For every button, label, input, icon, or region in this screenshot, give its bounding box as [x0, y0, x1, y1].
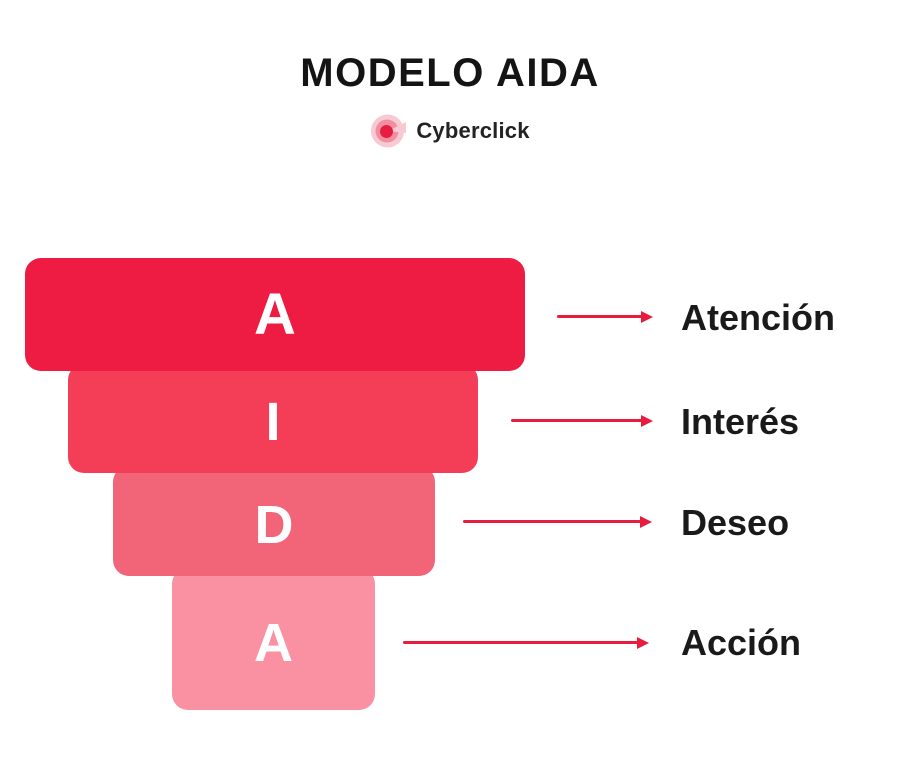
stage-label-action: Acción — [681, 622, 802, 663]
funnel-stage-desire-bar: D — [113, 466, 435, 576]
arrow-right-icon — [557, 310, 653, 323]
funnel-stage-letter: I — [265, 392, 281, 452]
funnel-stage-attention-bar: A — [25, 258, 525, 371]
funnel-stage-letter: A — [254, 613, 293, 673]
page-title: MODELO AIDA — [300, 51, 600, 95]
cyberclick-logo-icon — [371, 114, 407, 148]
arrow-right-icon — [511, 414, 653, 427]
brand-row: Cyberclick — [0, 112, 900, 150]
funnel-stage-action-bar: A — [172, 568, 375, 710]
funnel-stage-interest-bar: I — [68, 364, 478, 473]
stage-label-desire: Deseo — [681, 502, 790, 543]
stage-label-attention: Atención — [681, 297, 836, 338]
stage-label-interest: Interés — [681, 401, 800, 442]
brand-name: Cyberclick — [416, 118, 530, 143]
funnel-stage-letter: D — [254, 494, 294, 555]
funnel-stage-letter: A — [254, 281, 296, 347]
arrow-right-icon — [463, 515, 652, 528]
arrow-right-icon — [403, 636, 649, 649]
